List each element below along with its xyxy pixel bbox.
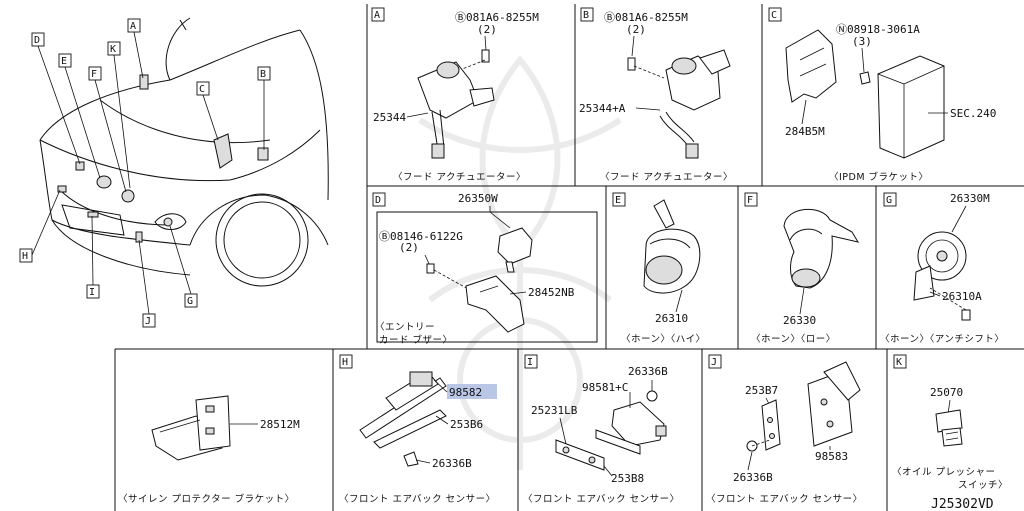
panel-d-caption2: カード ブザー〉 [379,334,453,346]
highlight-98582 [447,384,497,399]
panel-c-caption: 〈IPDM ブラケット〉 [829,171,929,183]
panel-a-letter: A [374,10,380,21]
panel-c-letter: C [771,10,777,21]
car-label-h: H [22,251,28,262]
panel-d-bolt: Ⓑ08146-6122G [379,230,463,243]
car-label-g: G [187,296,193,307]
panel-d-letter: D [375,195,381,206]
car-label-f: F [91,69,97,80]
car-overview [39,17,329,287]
panel-f: F 26330 〈ホーン〉〈ロー〉 [744,192,860,345]
panel-b-bolt: Ⓑ081A6-8255M [604,11,688,24]
panel-d-qty: (2) [399,241,419,254]
panel-g-part2: 26310A [942,290,982,303]
panel-k-letter: K [896,357,902,368]
panel-h-part1: 98582 [449,386,482,399]
panel-h: H 98582 253B6 26336B 〈フロント エアバック センサー〉 [339,354,497,505]
watermark [418,55,622,470]
panel-frames [114,4,1024,511]
panel-k-caption2: スイッチ〉 [958,480,1008,491]
panel-h-letter: H [342,357,348,368]
panel-a-caption: 〈フード アクチュエーター〉 [393,172,526,183]
panel-k-part: 25070 [930,386,963,399]
car-label-d: D [34,35,40,46]
panel-a: A Ⓑ081A6-8255M (2) 25344 〈フード アクチュエーター〉 [371,7,539,183]
panel-c-part1: 284B5M [785,125,825,138]
panel-i-letter: I [527,357,533,368]
diagram-id: J25302VD [931,497,994,511]
panel-h-part2: 253B6 [450,418,483,431]
panel-k: K 25070 〈オイル プレッシャー スイッチ〉 [892,354,1008,491]
panel-i-part2: 26336B [628,365,668,378]
panel-j-part1: 253B7 [745,384,778,397]
car-label-k: K [110,44,116,55]
panel-i: I 98581+C 26336B 25231LB 253B8 〈フロント エアバ… [523,354,680,505]
panel-j-part3: 98583 [815,450,848,463]
panel-g: G 26330M 26310A 〈ホーン〉〈アンチシフト〉 [880,192,1004,345]
panel-e: E 26310 〈ホーン〉〈ハイ〉 [612,192,706,345]
panel-j-caption: 〈フロント エアバック センサー〉 [706,494,863,505]
panel-d-part1: 26350W [458,192,498,205]
panel-h-caption: 〈フロント エアバック センサー〉 [339,494,496,505]
panel-c-part2: SEC.240 [950,107,996,120]
panel-c: C Ⓝ08918-3061A (3) 284B5M SEC.240 〈IPDM … [768,7,996,183]
panel-f-letter: F [747,195,753,206]
panel-siren: 28512M 〈サイレン プロテクター ブラケット〉 [118,395,300,505]
panel-g-part1: 26330M [950,192,990,205]
panel-b-letter: B [583,10,589,21]
car-label-b: B [260,69,266,80]
panel-d-caption1: 〈エントリー [375,322,435,333]
panel-f-caption: 〈ホーン〉〈ロー〉 [751,334,836,345]
panel-b-part: 25344+A [579,102,626,115]
panel-c-qty: (3) [852,35,872,48]
panel-d-part2: 28452NB [528,286,575,299]
car-label-a: A [130,21,136,32]
panel-d: D 26350W Ⓑ08146-6122G (2) 28452NB 〈エントリー… [372,192,598,346]
panel-e-caption: 〈ホーン〉〈ハイ〉 [621,334,706,345]
panel-f-part: 26330 [783,314,816,327]
panel-h-part3: 26336B [432,457,472,470]
car-label-j: J [145,316,151,327]
panel-j-part2: 26336B [733,471,773,484]
panel-i-part4: 253B8 [611,472,644,485]
panel-i-part1: 98581+C [582,381,628,394]
car-callouts: A B C D E F K G H I J [19,18,271,328]
panel-g-caption: 〈ホーン〉〈アンチシフト〉 [880,334,1004,345]
panel-b-caption: 〈フード アクチュエーター〉 [600,172,733,183]
panel-c-bolt: Ⓝ08918-3061A [836,23,920,36]
panel-i-caption: 〈フロント エアバック センサー〉 [523,494,680,505]
panel-j: J 253B7 26336B 98583 〈フロント エアバック センサー〉 [706,354,863,505]
panel-b: B Ⓑ081A6-8255M (2) 25344+A 〈フード アクチュエーター… [579,7,733,183]
siren-caption: 〈サイレン プロテクター ブラケット〉 [118,493,295,505]
panel-k-caption1: 〈オイル プレッシャー [892,467,996,478]
panel-e-part: 26310 [655,312,688,325]
siren-part: 28512M [260,418,300,431]
panel-b-qty: (2) [626,23,646,36]
panel-a-part: 25344 [373,111,406,124]
car-label-i: I [89,287,95,298]
panel-g-letter: G [886,195,892,206]
panel-a-qty: (2) [477,23,497,36]
car-label-c: C [199,84,205,95]
panel-e-letter: E [615,195,621,206]
panel-i-part3: 25231LB [531,404,578,417]
panel-a-bolt: Ⓑ081A6-8255M [455,11,539,24]
panel-j-letter: J [711,357,717,368]
car-label-e: E [61,56,67,67]
